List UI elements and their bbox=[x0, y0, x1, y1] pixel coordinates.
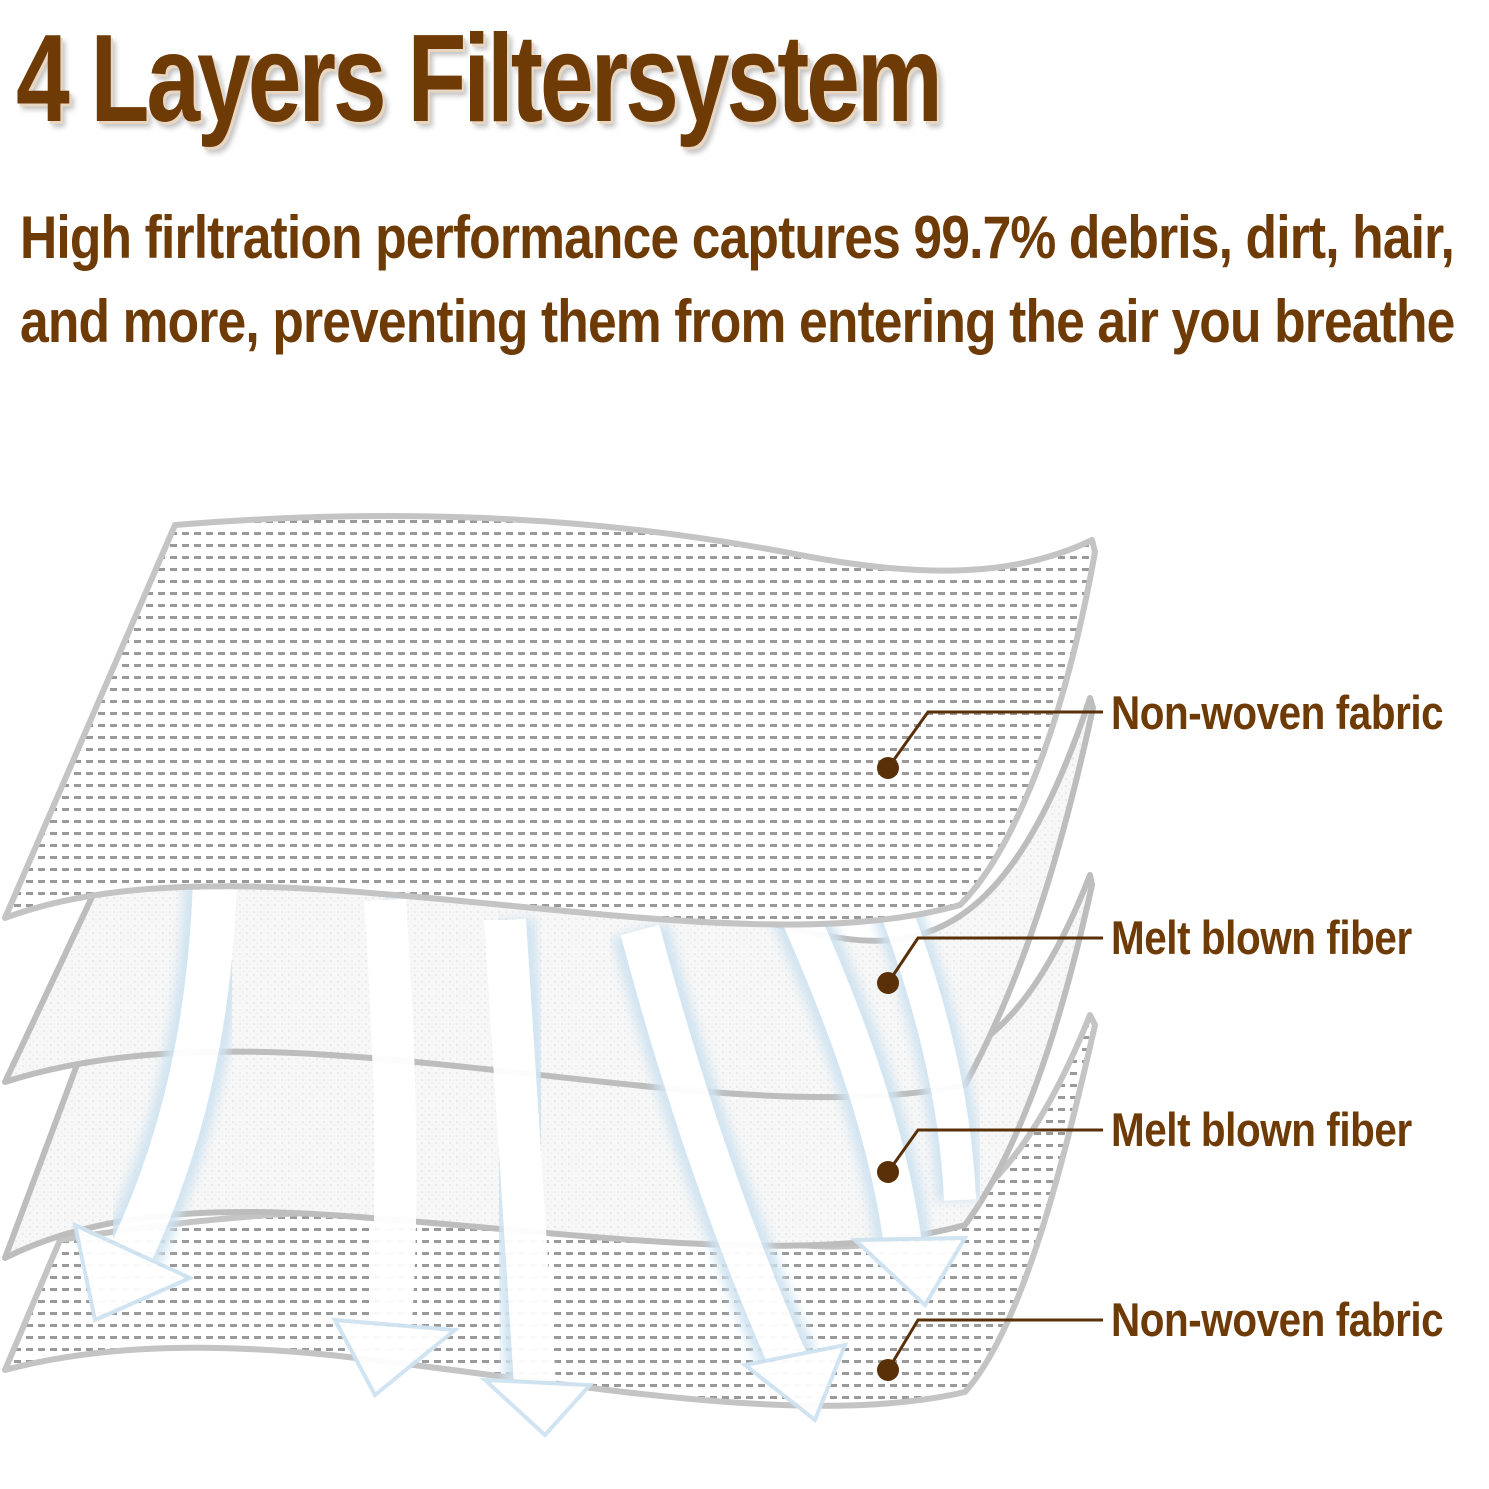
layer-label-4: Non-woven fabric bbox=[1111, 1293, 1444, 1346]
leader-dot-icon bbox=[877, 1359, 899, 1381]
airflow-arrow-icon bbox=[72, 878, 246, 1323]
leader-line-2 bbox=[886, 936, 1103, 984]
layer-label-1: Non-woven fabric bbox=[1111, 686, 1444, 739]
layer-sheet-1 bbox=[2, 513, 1098, 928]
layer-label-3: Melt blown fiber bbox=[1111, 1103, 1412, 1156]
leader-dot-icon bbox=[877, 1161, 899, 1183]
leader-dot-icon bbox=[877, 972, 899, 994]
layer-label-2: Melt blown fiber bbox=[1111, 911, 1412, 964]
leader-line-4 bbox=[886, 1318, 1103, 1371]
leader-line-1 bbox=[886, 710, 1103, 769]
airflow-arrow-icon bbox=[611, 922, 849, 1424]
filter-layers-diagram bbox=[2, 513, 1103, 1438]
leader-line-3 bbox=[886, 1128, 1103, 1173]
leader-dot-icon bbox=[877, 757, 899, 779]
page-title: 4 Layers Filtersystem bbox=[16, 10, 943, 148]
airflow-arrow-icon bbox=[475, 918, 595, 1438]
page-subtitle: High firltration performance captures 99… bbox=[20, 204, 1455, 355]
airflow-arrows bbox=[72, 810, 984, 1438]
airflow-arrow-icon bbox=[331, 898, 461, 1399]
